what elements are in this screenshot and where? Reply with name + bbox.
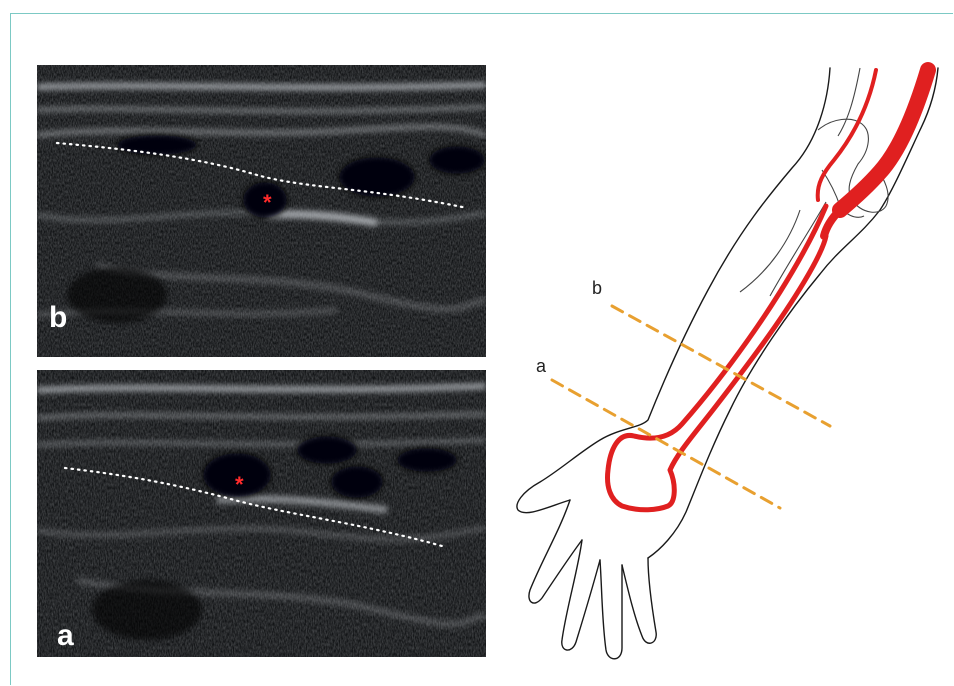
panel-label-a: a	[57, 621, 74, 651]
panel-label-b: b	[49, 303, 67, 333]
plane-a-label: a	[536, 356, 547, 376]
ultrasound-panel-b: * b	[37, 65, 486, 357]
arm-outline	[517, 68, 938, 659]
plane-a-line	[552, 380, 780, 508]
ultrasound-panel-a: * a	[37, 370, 486, 657]
ultrasound-image-a	[37, 370, 486, 657]
ultrasound-image-b	[37, 65, 486, 357]
plane-b-line	[612, 306, 830, 426]
artery-marker-b: *	[263, 192, 272, 214]
artery-tree	[608, 70, 928, 510]
plane-b-label: b	[592, 278, 602, 298]
artery-marker-a: *	[235, 474, 244, 496]
forearm-drawing: b a	[500, 60, 940, 670]
forearm-diagram: b a	[500, 60, 940, 670]
section-planes	[552, 306, 830, 508]
